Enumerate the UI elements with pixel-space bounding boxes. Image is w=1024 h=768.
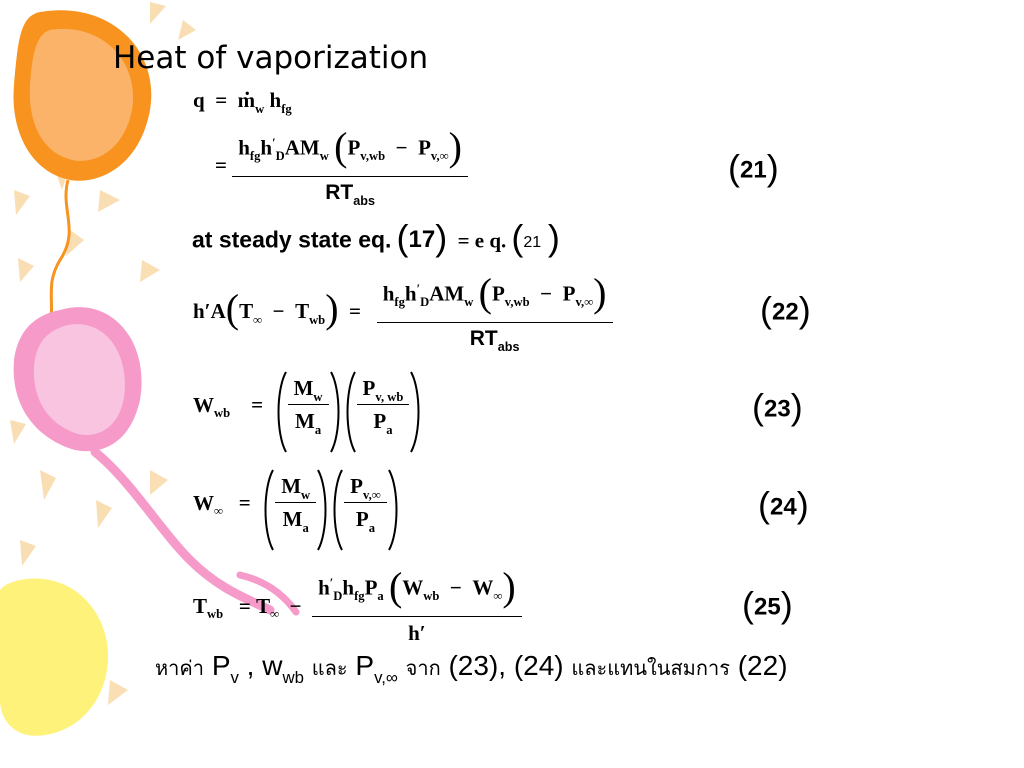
- equation-number-24: (24): [758, 484, 809, 525]
- equation-21: = hfgh′DAMw (Pv,wb − Pv,∞) RTabs: [215, 124, 468, 208]
- eq-q: q: [193, 88, 205, 112]
- equation-25: Twb = T∞ − h′DhfgPa (Wwb − W∞) h′: [193, 564, 522, 646]
- steady-state-line: at steady state eq. (17) = e q. (21 ): [192, 217, 560, 258]
- equation-number-21: (21): [728, 147, 779, 188]
- mass-flow: m.: [237, 76, 256, 112]
- equation-number-25: (25): [742, 584, 793, 625]
- yellow-balloon-icon: [0, 578, 109, 736]
- footer-instruction: หาค่า Pv , wwb และ Pv,∞ จาก (23), (24) แ…: [155, 650, 788, 687]
- equation-number-22: (22): [760, 289, 811, 330]
- page-title: Heat of vaporization: [113, 40, 429, 76]
- equation-22: h′A(T∞ − Twb) = hfgh′DAMw (Pv,wb − Pv,∞)…: [193, 270, 613, 354]
- equation-number-23: (23): [752, 386, 803, 427]
- equation-heat-flux: q = m.w hfg: [193, 76, 292, 116]
